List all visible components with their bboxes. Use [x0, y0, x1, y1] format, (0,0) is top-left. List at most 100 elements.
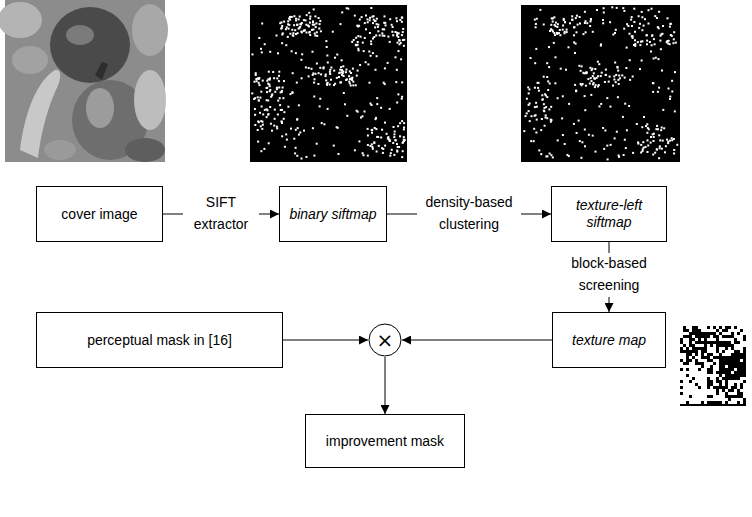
sift-point	[537, 82, 539, 84]
sift-point	[571, 15, 573, 17]
sift-point	[380, 137, 382, 139]
texture-block	[737, 380, 740, 383]
sift-point	[344, 103, 346, 105]
sift-point	[642, 141, 644, 143]
sift-point	[336, 77, 338, 79]
texture-block	[713, 389, 716, 392]
texture-block	[710, 350, 713, 353]
sift-point	[601, 72, 603, 74]
sift-point	[562, 95, 564, 97]
sift-point	[355, 37, 357, 39]
sift-point	[389, 18, 391, 20]
texture-block	[722, 392, 725, 395]
sift-point	[367, 21, 369, 23]
texture-block	[713, 350, 716, 353]
texture-block	[743, 392, 746, 395]
texture-block	[710, 326, 713, 329]
texture-block	[698, 380, 701, 383]
sift-point	[301, 77, 303, 79]
sift-point	[276, 35, 278, 37]
sift-point	[314, 35, 316, 37]
sift-point	[319, 23, 321, 25]
sift-point	[289, 16, 291, 18]
texture-block	[704, 368, 707, 371]
texture-block	[686, 389, 689, 392]
sift-point	[401, 17, 403, 19]
sift-point	[604, 130, 606, 132]
sift-point	[317, 83, 319, 85]
texture-block	[686, 365, 689, 368]
sift-point	[258, 78, 260, 80]
texture-block	[698, 371, 701, 374]
sift-point	[313, 155, 315, 157]
sift-point	[550, 119, 552, 121]
sift-point	[652, 91, 654, 93]
texture-block	[680, 329, 683, 332]
sift-point	[295, 18, 297, 20]
sift-point	[639, 44, 641, 46]
texture-block	[704, 392, 707, 395]
sift-point	[360, 36, 362, 38]
texture-block	[722, 401, 725, 404]
sift-point	[589, 83, 591, 85]
texture-block	[737, 338, 740, 341]
sift-point	[614, 62, 616, 64]
sift-point	[318, 17, 320, 19]
sift-point	[653, 38, 655, 40]
sift-point	[327, 82, 329, 84]
texture-block	[683, 365, 686, 368]
texture-block	[683, 380, 686, 383]
sift-point	[373, 141, 375, 143]
sift-point	[530, 140, 532, 142]
sift-point	[662, 33, 664, 35]
sift-point	[646, 34, 648, 36]
sift-point	[292, 35, 294, 37]
texture-block	[701, 398, 704, 401]
sift-point	[649, 41, 651, 43]
sift-point	[392, 142, 394, 144]
texture-block	[701, 329, 704, 332]
texture-block	[683, 347, 686, 350]
sift-point	[258, 99, 260, 101]
sift-point	[564, 21, 566, 23]
sift-point	[595, 151, 597, 153]
texture-block	[713, 329, 716, 332]
sift-point	[634, 39, 636, 41]
sift-point	[278, 80, 280, 82]
sift-point	[650, 142, 652, 144]
sift-point	[266, 91, 268, 93]
sift-point	[402, 142, 404, 144]
sift-point	[398, 146, 400, 148]
sift-point	[529, 120, 531, 122]
texture-block	[740, 398, 743, 401]
texture-block	[683, 353, 686, 356]
sift-point	[370, 43, 372, 45]
sift-point	[534, 62, 536, 64]
sift-point	[279, 22, 281, 24]
sift-point	[396, 69, 398, 71]
sift-point	[312, 127, 314, 129]
sift-point	[371, 143, 373, 145]
sift-point	[402, 31, 404, 33]
sift-point	[367, 63, 369, 65]
sift-point	[375, 69, 377, 71]
texture-block	[692, 398, 695, 401]
sift-point	[550, 154, 552, 156]
sift-point	[586, 72, 588, 74]
sift-point	[287, 36, 289, 38]
sift-point	[356, 75, 358, 77]
edge-label: density-based clustering	[417, 192, 521, 235]
texture-block	[710, 392, 713, 395]
texture-block	[722, 353, 725, 356]
sift-point	[598, 84, 600, 86]
sift-point	[321, 122, 323, 124]
texture-block	[698, 359, 701, 362]
sift-point	[276, 88, 278, 90]
sift-point	[659, 147, 661, 149]
texture-block	[713, 371, 716, 374]
sift-point	[641, 126, 643, 128]
sift-point	[333, 70, 335, 72]
sift-point	[617, 67, 619, 69]
texture-block	[713, 359, 716, 362]
texture-block	[692, 341, 695, 344]
